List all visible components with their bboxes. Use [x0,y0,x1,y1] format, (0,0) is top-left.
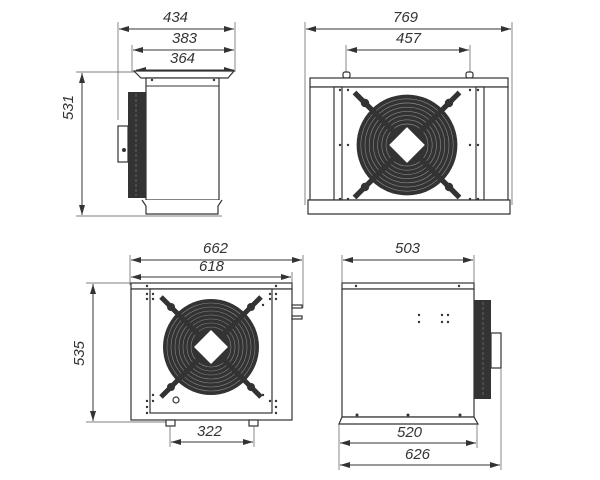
fan-icon [161,297,261,397]
dim-535: 535 [71,340,88,366]
side-view-bottom-right: 503 520 626 [338,240,502,470]
dim-531: 531 [60,95,77,120]
dim-769: 769 [393,9,419,26]
dim-364: 364 [170,50,195,67]
dim-626: 626 [405,446,431,463]
dim-520: 520 [397,424,423,441]
fan-icon [355,93,460,198]
fan-view-bottom-left: 662 618 535 322 [71,240,304,447]
dim-434: 434 [163,9,188,26]
dim-503: 503 [395,240,421,257]
dim-618: 618 [199,258,225,275]
dim-322: 322 [197,423,223,440]
side-view-top-left: 434 383 364 531 [60,9,236,217]
dim-383: 383 [172,30,198,47]
dim-457: 457 [396,30,422,47]
dim-662: 662 [203,240,229,257]
front-view-top-right: 769 457 [304,9,513,215]
